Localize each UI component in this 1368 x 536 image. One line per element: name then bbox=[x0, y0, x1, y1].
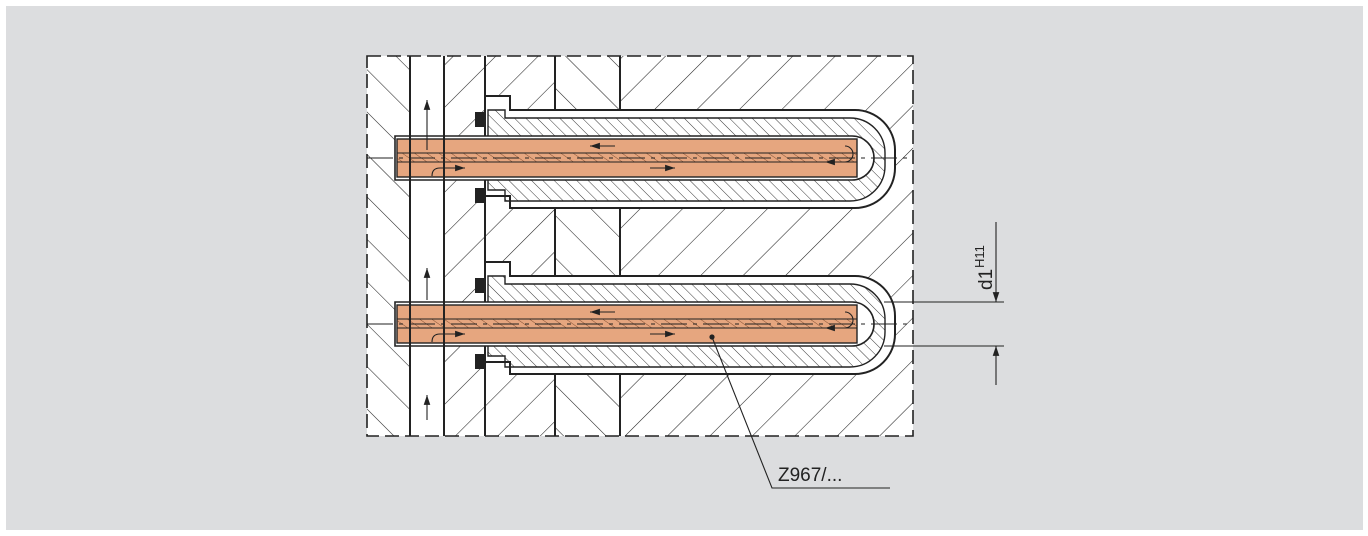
dimension-symbol: d1 bbox=[976, 269, 997, 290]
flow-arrows bbox=[423, 100, 854, 420]
callout-label: Z967/... bbox=[778, 465, 842, 486]
mould-section bbox=[367, 56, 913, 436]
callout: Z967/... bbox=[709, 334, 890, 489]
o-ring-seals bbox=[475, 112, 484, 369]
callout-leader bbox=[711, 336, 890, 489]
section-frame bbox=[366, 55, 914, 437]
dimension-d1 bbox=[884, 222, 1004, 385]
left-plate bbox=[367, 56, 410, 436]
dimension-tolerance: H11 bbox=[972, 245, 987, 268]
